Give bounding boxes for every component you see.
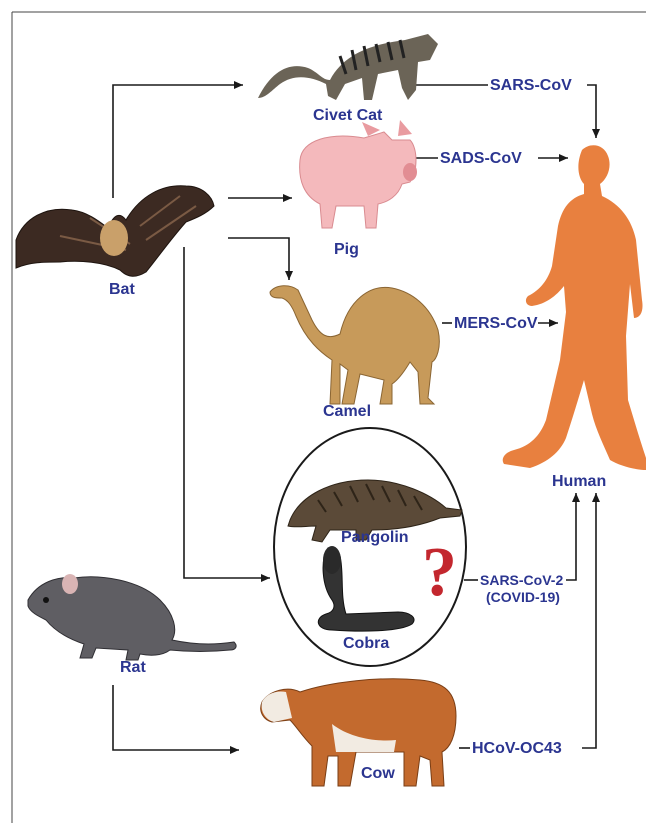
human-silhouette [503, 145, 646, 470]
question-mark: ? [422, 538, 457, 608]
label-human: Human [552, 474, 606, 490]
label-rat: Rat [120, 660, 146, 676]
arrow-bat-circle [184, 247, 270, 578]
label-pig: Pig [334, 242, 359, 258]
camel-illustration [270, 286, 439, 404]
rat-illustration [28, 574, 236, 660]
arrow-bat-camel [228, 238, 289, 280]
arrow-hcov-human [582, 493, 596, 748]
virus-covid-19: (COVID-19) [486, 590, 560, 604]
label-cow: Cow [361, 766, 395, 782]
arrow-bat-civet [113, 85, 243, 198]
virus-sars-cov-2: SARS-CoV-2 [480, 573, 563, 587]
arrow-sars2-human [566, 493, 576, 580]
cow-illustration [261, 679, 456, 786]
cobra-illustration [318, 546, 414, 631]
label-cobra: Cobra [343, 636, 389, 652]
virus-sads-cov: SADS-CoV [440, 151, 522, 167]
label-bat: Bat [109, 282, 135, 298]
virus-mers-cov: MERS-CoV [454, 316, 538, 332]
pig-illustration [300, 120, 417, 228]
label-civet-cat: Civet Cat [313, 108, 382, 124]
virus-hcov-oc43: HCoV-OC43 [472, 741, 562, 757]
civet-cat-illustration [258, 34, 438, 100]
virus-sars-cov: SARS-CoV [490, 78, 572, 94]
arrow-rat-cow [113, 685, 239, 750]
label-camel: Camel [323, 404, 371, 420]
label-pangolin: Pangolin [341, 530, 409, 546]
arrow-sars-human [587, 85, 596, 138]
